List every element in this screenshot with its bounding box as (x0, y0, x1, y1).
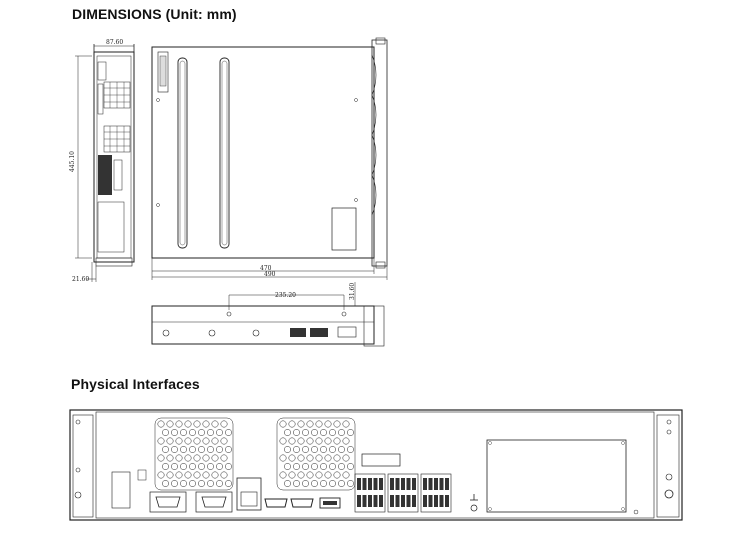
inner-length-label: 470 (260, 265, 272, 272)
lan-port (236, 477, 262, 511)
height-label: 445.10 (69, 151, 76, 172)
terminal-block-2 (387, 473, 419, 513)
side-view: 235.20 31.60 (151, 282, 385, 347)
fan-vent-right (276, 417, 356, 491)
usb-port (319, 497, 341, 509)
physical-interfaces-heading: Physical Interfaces (71, 376, 200, 392)
top-view: 470 490 (151, 37, 388, 280)
terminal-block-1 (354, 473, 386, 513)
hdmi-port-1 (264, 498, 288, 508)
side-offset-label: 31.60 (349, 283, 356, 300)
front-width-label: 87.60 (106, 39, 123, 46)
mount-spacing-label: 235.20 (275, 292, 296, 299)
ground-icon (470, 494, 478, 512)
total-length-label: 490 (264, 271, 276, 278)
dimensions-heading: DIMENSIONS (Unit: mm) (72, 6, 237, 22)
front-view: 87.60 445.10 21.60 (69, 39, 135, 283)
serial-port-2 (195, 491, 233, 513)
rear-panel (69, 409, 683, 521)
terminal-block-3 (420, 473, 452, 513)
fan-vent-left (154, 417, 234, 491)
hdmi-port-2 (290, 498, 314, 508)
bottom-offset-label: 21.60 (72, 276, 89, 283)
serial-port-1 (149, 491, 187, 513)
